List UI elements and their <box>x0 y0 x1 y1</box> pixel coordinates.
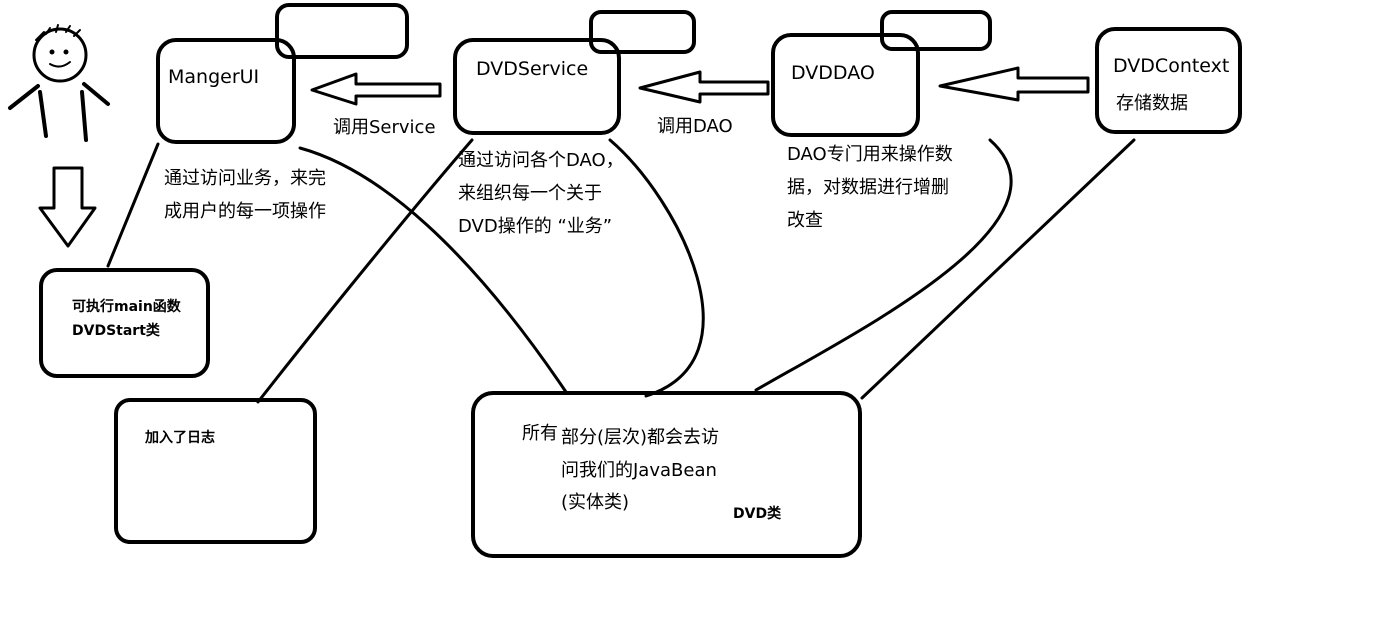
dao-note: DAO专门用来操作数 据，对数据进行增删 改查 <box>787 138 953 237</box>
bean-line1a: 所有 <box>522 423 558 444</box>
ui-note-line: 成用户的每一项操作 <box>164 201 326 222</box>
dao-note-line: 据，对数据进行增删 <box>787 177 949 198</box>
start-box-line1: 可执行main函数 <box>72 299 181 315</box>
service-note: 通过访问各个DAO， 来组织每一个关于 DVD操作的 “业务” <box>458 144 624 243</box>
arrow-context-to-dao <box>938 66 1090 102</box>
dvd-context-box <box>1095 27 1242 134</box>
line-context-to-bean <box>860 138 1136 400</box>
arrow-dao-to-service <box>638 70 770 104</box>
loop-service-to-bean <box>608 138 705 398</box>
manager-ui-box <box>156 38 296 144</box>
dvd-dao-label: DVDDAO <box>791 62 875 84</box>
log-box <box>114 398 317 544</box>
curve-ui-to-bean <box>298 146 568 394</box>
dvd-dao-box <box>771 33 920 137</box>
dvd-service-box <box>453 38 621 135</box>
dvd-class-tag: DVD类 <box>733 506 782 522</box>
dao-note-line: DAO专门用来操作数 <box>787 144 953 165</box>
curve-dao-to-bean <box>754 138 1013 392</box>
log-box-label: 加入了日志 <box>145 430 215 446</box>
ui-note: 通过访问业务，来完 成用户的每一项操作 <box>164 162 326 228</box>
arrow-service-to-ui <box>310 72 442 106</box>
manager-ui-tab-shape <box>275 3 409 59</box>
call-dao-label: 调用DAO <box>657 116 733 137</box>
service-note-line: 通过访问各个DAO， <box>458 150 624 171</box>
call-service-label: 调用Service <box>333 117 436 138</box>
bean-line3: (实体类) <box>561 492 630 513</box>
service-note-line: 来组织每一个关于 <box>458 183 602 204</box>
bean-line1b: 部分(层次)都会去访 <box>561 427 720 448</box>
ui-note-line: 通过访问业务，来完 <box>164 168 326 189</box>
start-box-line2: DVDStart类 <box>72 323 160 339</box>
dvd-context-sublabel: 存储数据 <box>1116 93 1188 114</box>
down-arrow <box>38 166 97 248</box>
java-bean-box <box>471 391 862 558</box>
bean-line2: 问我们的JavaBean <box>561 460 717 481</box>
dvd-service-tab-shape <box>589 10 696 54</box>
user-stick-figure <box>8 24 110 142</box>
line-ui-to-start <box>106 142 160 268</box>
dvd-start-box <box>39 268 210 378</box>
dvd-context-label: DVDContext <box>1113 55 1230 77</box>
dvd-dao-tab-shape <box>880 10 992 51</box>
dao-note-line: 改查 <box>787 210 823 231</box>
line-service-to-log <box>256 138 474 404</box>
service-note-line: DVD操作的 “业务” <box>458 216 613 237</box>
dvd-service-label: DVDService <box>476 58 589 80</box>
manager-ui-label: MangerUI <box>168 66 260 88</box>
